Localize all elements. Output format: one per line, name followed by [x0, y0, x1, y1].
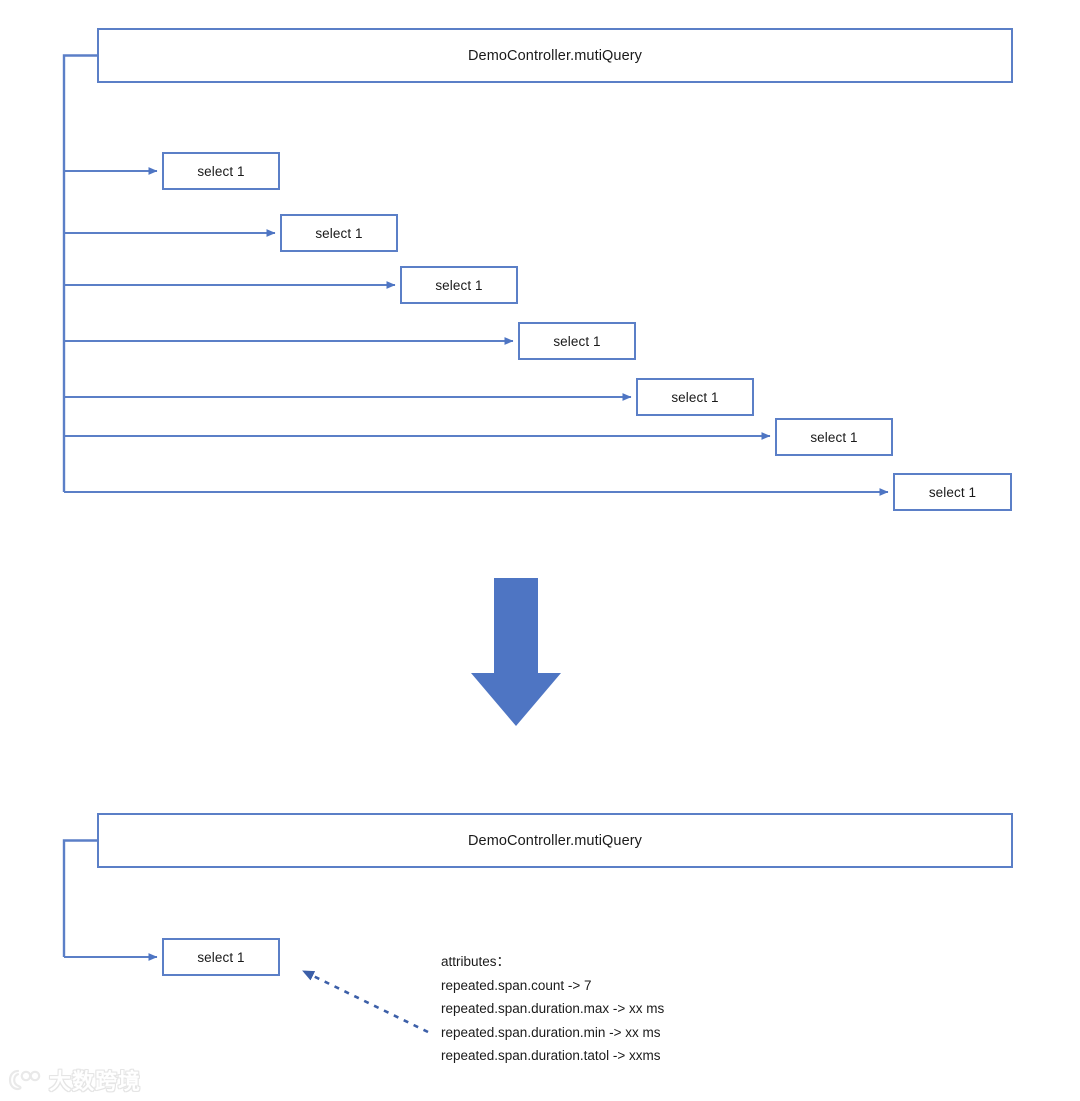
leaf-span-box-6[interactable]: select 1 — [775, 418, 893, 456]
watermark: 大数跨境 — [8, 1064, 141, 1096]
leaf-span-label-2: select 1 — [315, 225, 363, 241]
root-span-label-top: DemoController.mutiQuery — [467, 47, 643, 64]
leaf-span-label-5: select 1 — [671, 389, 719, 405]
leaf-span-label-6: select 1 — [810, 429, 858, 445]
root-span-box-top[interactable]: DemoController.mutiQuery — [97, 28, 1013, 83]
attributes-pointer-arrow — [302, 969, 429, 1034]
top-connectors — [62, 54, 889, 496]
attributes-annotation: attributes： repeated.span.count -> 7 rep… — [441, 950, 664, 1068]
watermark-logo-icon — [8, 1069, 41, 1091]
leaf-span-label-3: select 1 — [435, 277, 483, 293]
leaf-span-box-1[interactable]: select 1 — [162, 152, 280, 190]
transition-down-arrow — [471, 578, 561, 726]
leaf-span-label-4: select 1 — [553, 333, 601, 349]
attribute-line-duration-max: repeated.span.duration.max -> xx ms — [441, 1001, 665, 1016]
attributes-heading: attributes： — [441, 954, 511, 969]
leaf-span-box-7[interactable]: select 1 — [893, 473, 1012, 511]
merged-leaf-span-box[interactable]: select 1 — [162, 938, 280, 976]
attribute-line-duration-min: repeated.span.duration.min -> xx ms — [441, 1024, 661, 1040]
leaf-span-box-3[interactable]: select 1 — [400, 266, 518, 304]
root-span-label-bottom: DemoController.mutiQuery — [467, 832, 643, 849]
leaf-span-label-1: select 1 — [197, 163, 245, 179]
leaf-span-box-5[interactable]: select 1 — [636, 378, 754, 416]
attribute-line-duration-total: repeated.span.duration.tatol -> xxms — [441, 1048, 661, 1063]
root-span-box-bottom[interactable]: DemoController.mutiQuery — [97, 813, 1013, 868]
bottom-connectors — [62, 839, 158, 961]
attribute-line-span-count: repeated.span.count -> 7 — [441, 977, 592, 993]
leaf-span-box-2[interactable]: select 1 — [280, 214, 398, 252]
merged-leaf-span-label: select 1 — [197, 949, 245, 965]
watermark-text: 大数跨境 — [49, 1069, 142, 1094]
leaf-span-box-4[interactable]: select 1 — [518, 322, 636, 360]
leaf-span-label-7: select 1 — [928, 484, 977, 500]
